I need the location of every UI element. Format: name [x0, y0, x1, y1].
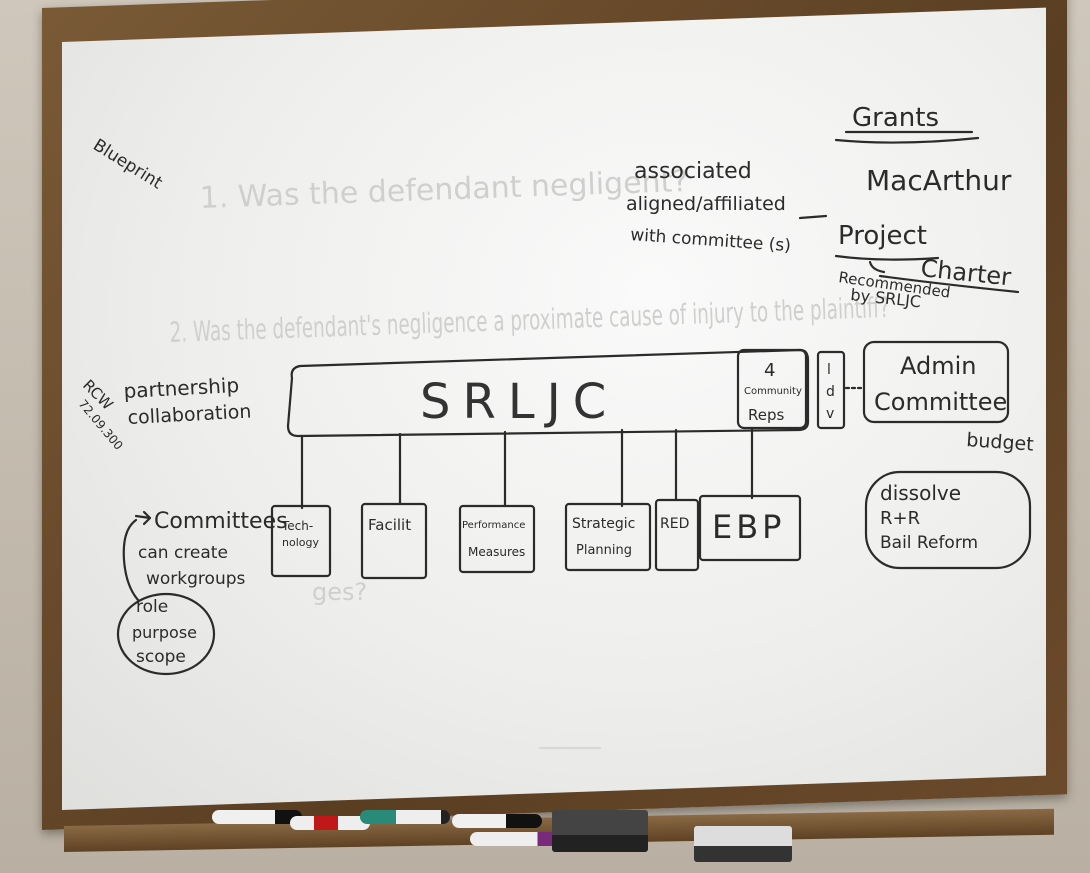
marker-black-2[interactable] — [452, 814, 542, 828]
with-committee-text: with committee (s) — [630, 225, 792, 256]
eraser-left[interactable] — [552, 810, 648, 852]
marker-red[interactable] — [290, 816, 370, 830]
committees-text: Committees — [154, 509, 288, 534]
rr-text: R+R — [880, 508, 920, 529]
eraser-right[interactable] — [694, 826, 792, 862]
sub-box-6 — [698, 494, 802, 562]
faded-question-3: ges? — [312, 578, 367, 606]
sub-box-5 — [654, 498, 700, 572]
faded-question-1: 1. Was the defendant negligent? — [199, 164, 689, 216]
reps-community: Community — [744, 386, 802, 397]
sub-box-1-line2: nology — [282, 536, 319, 549]
srljc-label: SRLJC — [420, 374, 618, 430]
sub-box-3-line2: Measures — [468, 545, 525, 559]
partnership-text: partnership — [123, 373, 240, 403]
sub-box-4-line2: Planning — [576, 543, 632, 558]
small-box-text-3: v — [826, 406, 834, 422]
blueprint-note: Blueprint — [89, 135, 166, 193]
project-text: Project — [838, 221, 927, 251]
sub-box-1 — [270, 504, 332, 578]
committees-bracket — [122, 518, 140, 602]
workgroups-text: workgroups — [146, 569, 246, 589]
small-box-text-2: d — [826, 384, 835, 400]
sub-box-3 — [458, 504, 536, 574]
sub-box-4 — [564, 502, 652, 572]
faded-question-2: 2. Was the defendant's negligence a prox… — [169, 291, 890, 349]
small-box-text-1: l — [827, 362, 831, 378]
reps-label: Reps — [748, 406, 784, 424]
bail-reform-text: Bail Reform — [880, 533, 978, 553]
sub-box-1-line1: Tech- — [281, 519, 313, 533]
collaboration-text: collaboration — [127, 401, 252, 429]
associated-text: associated — [634, 159, 752, 184]
aligned-text: aligned/affiliated — [626, 193, 786, 215]
admin-text: Admin — [900, 352, 977, 380]
grants-title: Grants — [852, 103, 939, 133]
sub-box-2 — [360, 502, 428, 580]
sub-box-4-line1: Strategic — [572, 516, 635, 532]
grants-item: MacArthur — [866, 164, 1012, 197]
marker-teal[interactable] — [360, 810, 450, 824]
marker-black[interactable] — [212, 810, 302, 824]
dissolve-box — [864, 470, 1032, 570]
reps-number: 4 — [764, 360, 775, 381]
sub-box-5-text: RED — [660, 516, 689, 532]
srljc-box — [286, 348, 810, 438]
role-text: role — [136, 597, 168, 617]
small-box — [816, 350, 846, 430]
reps-box — [736, 348, 808, 430]
role-ellipse — [116, 592, 216, 676]
sub-box-2-text: Facilit — [368, 516, 411, 534]
purpose-text: purpose — [132, 623, 197, 642]
project-underline — [834, 254, 940, 261]
committee-text: Committee — [874, 388, 1007, 416]
scope-text: scope — [136, 647, 186, 667]
sub-box-6-text: EBP — [712, 508, 785, 546]
charter-underline — [878, 274, 1020, 294]
sub-box-3-line1: Performance — [462, 520, 525, 531]
dissolve-text: dissolve — [880, 481, 961, 505]
admin-box — [862, 340, 1010, 424]
budget-text: budget — [966, 429, 1035, 456]
can-create-text: can create — [138, 543, 228, 563]
